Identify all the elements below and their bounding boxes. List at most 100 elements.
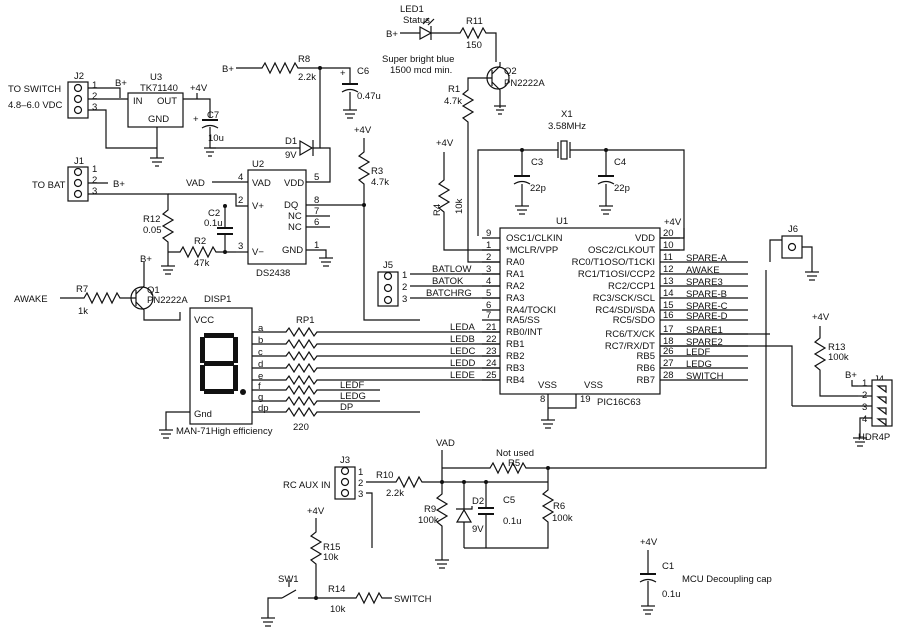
u1-right-pin-label: RC4/SDI/SDA (595, 305, 655, 316)
u1-left-pin-num: 5 (486, 288, 491, 299)
u2-vad-net: VAD (186, 178, 205, 189)
c1-4v: +4V (640, 537, 658, 548)
disp-seg-letter: d (258, 359, 263, 370)
connector-j5: J5 1 2 3 BATLOW BATOK BATCHRG (377, 260, 500, 307)
led1-name: Status (403, 15, 430, 26)
c6-plus: + (340, 68, 346, 79)
c4-ref: C4 (614, 157, 626, 168)
r8-ref: R8 (298, 54, 310, 65)
j4-name: HDR4P (858, 432, 890, 443)
disp-net-label: DP (340, 402, 353, 413)
u3-part: TK71140 (140, 83, 178, 94)
j5-net1: BATLOW (432, 264, 471, 275)
j1-bplus: B+ (113, 179, 125, 190)
u2-lbl-gnd: GND (282, 245, 303, 256)
vdc-label: 4.8–6.0 VDC (8, 100, 63, 111)
u1-left-pin-label: OSC1/CLKIN (506, 233, 563, 244)
rp1-resistor-line (252, 384, 380, 396)
u2-lbl-vminus: V− (252, 247, 264, 258)
disp-net-label: LEDB (450, 334, 475, 345)
status-led: LED1 Status B+ R11 150 Super bright blue… (382, 4, 545, 263)
u1-right-pin-label: VDD (635, 233, 655, 244)
disp-seg-letter: e (258, 371, 263, 382)
switch-input: +4V R15 10k SW1 R14 10k SWITCH (261, 506, 432, 627)
u1-right-pin-label: RC5/SDO (613, 315, 655, 326)
r12-value: 0.05 (143, 225, 162, 236)
u1-right-pin-num: 16 (663, 310, 674, 321)
u1-net-label: SPARE2 (686, 337, 723, 348)
u2-pin4: 4 (238, 172, 243, 183)
disp-part: MAN-71High efficiency (176, 426, 273, 437)
r9-value: 100k (418, 515, 439, 526)
r6-value: 100k (552, 513, 573, 524)
c7-plus: + (193, 114, 199, 125)
r7-ref: R7 (76, 284, 88, 295)
j2-pin2: 2 (92, 91, 97, 102)
decoupling-c1: +4V C1 MCU Decoupling cap 0.1u (639, 537, 772, 615)
switch-net-label: SWITCH (394, 594, 432, 605)
u1-right-pin-label: RB5 (637, 351, 655, 362)
c5-value: 0.1u (503, 516, 522, 527)
u2-lbl-nc2: NC (288, 222, 302, 233)
j2-ref: J2 (74, 71, 84, 82)
r11-value: 150 (466, 40, 482, 51)
disp-net-label: LEDD (450, 358, 475, 369)
rp1-resistor-line (252, 362, 500, 374)
u1-net-label: SPARE-C (686, 301, 728, 312)
j2-body (67, 81, 89, 119)
j5-pin3: 3 (402, 294, 407, 305)
u2-pin6: 6 (314, 217, 319, 228)
u1-left-pin-num: 7 (486, 310, 491, 321)
connector-j6: J6 (769, 224, 819, 281)
r15-4v: +4V (307, 506, 325, 517)
q1-ref: Q1 (147, 285, 160, 296)
j2-pin3: 3 (92, 102, 97, 113)
q1-part: PN2222A (147, 295, 188, 306)
disp-seg-letter: dp (258, 403, 269, 414)
u1-right-pin-label: RB6 (637, 363, 655, 374)
r4-4v: +4V (436, 138, 454, 149)
u1-right-pin-num: 28 (663, 370, 674, 381)
u2-pin2: 2 (238, 195, 243, 206)
rc-aux-label: RC AUX IN (283, 480, 331, 491)
c7-ref: C7 (207, 110, 219, 121)
u1-left-pin-label: RB3 (506, 363, 524, 374)
c6-ref: C6 (357, 66, 369, 77)
mcu-cap-label: MCU Decoupling cap (682, 574, 772, 585)
rp1-ref: RP1 (296, 315, 314, 326)
r13-4v: +4V (812, 312, 830, 323)
r4-value: 10k (454, 198, 465, 214)
not-used-label: Not used (496, 448, 534, 459)
u1-net-label: SPARE-B (686, 289, 727, 300)
r8-value: 2.2k (298, 72, 316, 83)
rp1-resistor-line (252, 338, 500, 350)
c5-ref: C5 (503, 495, 515, 506)
j5-ref: J5 (383, 260, 393, 271)
u1-right-pin-num: 10 (663, 240, 674, 251)
j6-ref: J6 (788, 224, 798, 235)
u1-right-pin-num: 11 (663, 252, 673, 263)
j5-net2: BATOK (432, 276, 464, 287)
r15-ref: R15 (323, 542, 340, 553)
u1-right-pin-label: RC2/CCP1 (608, 281, 655, 292)
r13-ref: R13 (828, 342, 845, 353)
battery-monitor-u2: U2 DS2438 VAD V+ V− 4 2 3 VDD DQ NC NC G… (186, 159, 364, 279)
u2-lbl-vplus: V+ (252, 201, 264, 212)
r7-value: 1k (78, 306, 88, 317)
u1-net-label: AWAKE (686, 265, 720, 276)
q2-part: PN2222A (504, 78, 545, 89)
u1-left-pin-num: 3 (486, 264, 491, 275)
r4-ref: R4 (432, 204, 443, 216)
u2-body (247, 169, 307, 265)
regulator-u3: U3 TK71140 IN OUT GND +4V + C7 10u (127, 72, 224, 167)
disp-net-label: LEDG (340, 391, 366, 402)
u1-vss-pin19: 19 (580, 394, 591, 405)
vad-mid-label: VAD (436, 438, 455, 449)
d1-value: 9V (285, 150, 297, 161)
u1-net-label: LEDF (686, 347, 710, 358)
u1-left-pin-label: RA2 (506, 281, 524, 292)
u1-right-pin-label: RC0/T1OSO/T1CKI (572, 257, 655, 268)
led1-bplus: B+ (386, 29, 398, 40)
u1-net-label: SWITCH (686, 371, 724, 382)
u2-lbl-nc1: NC (288, 211, 302, 222)
